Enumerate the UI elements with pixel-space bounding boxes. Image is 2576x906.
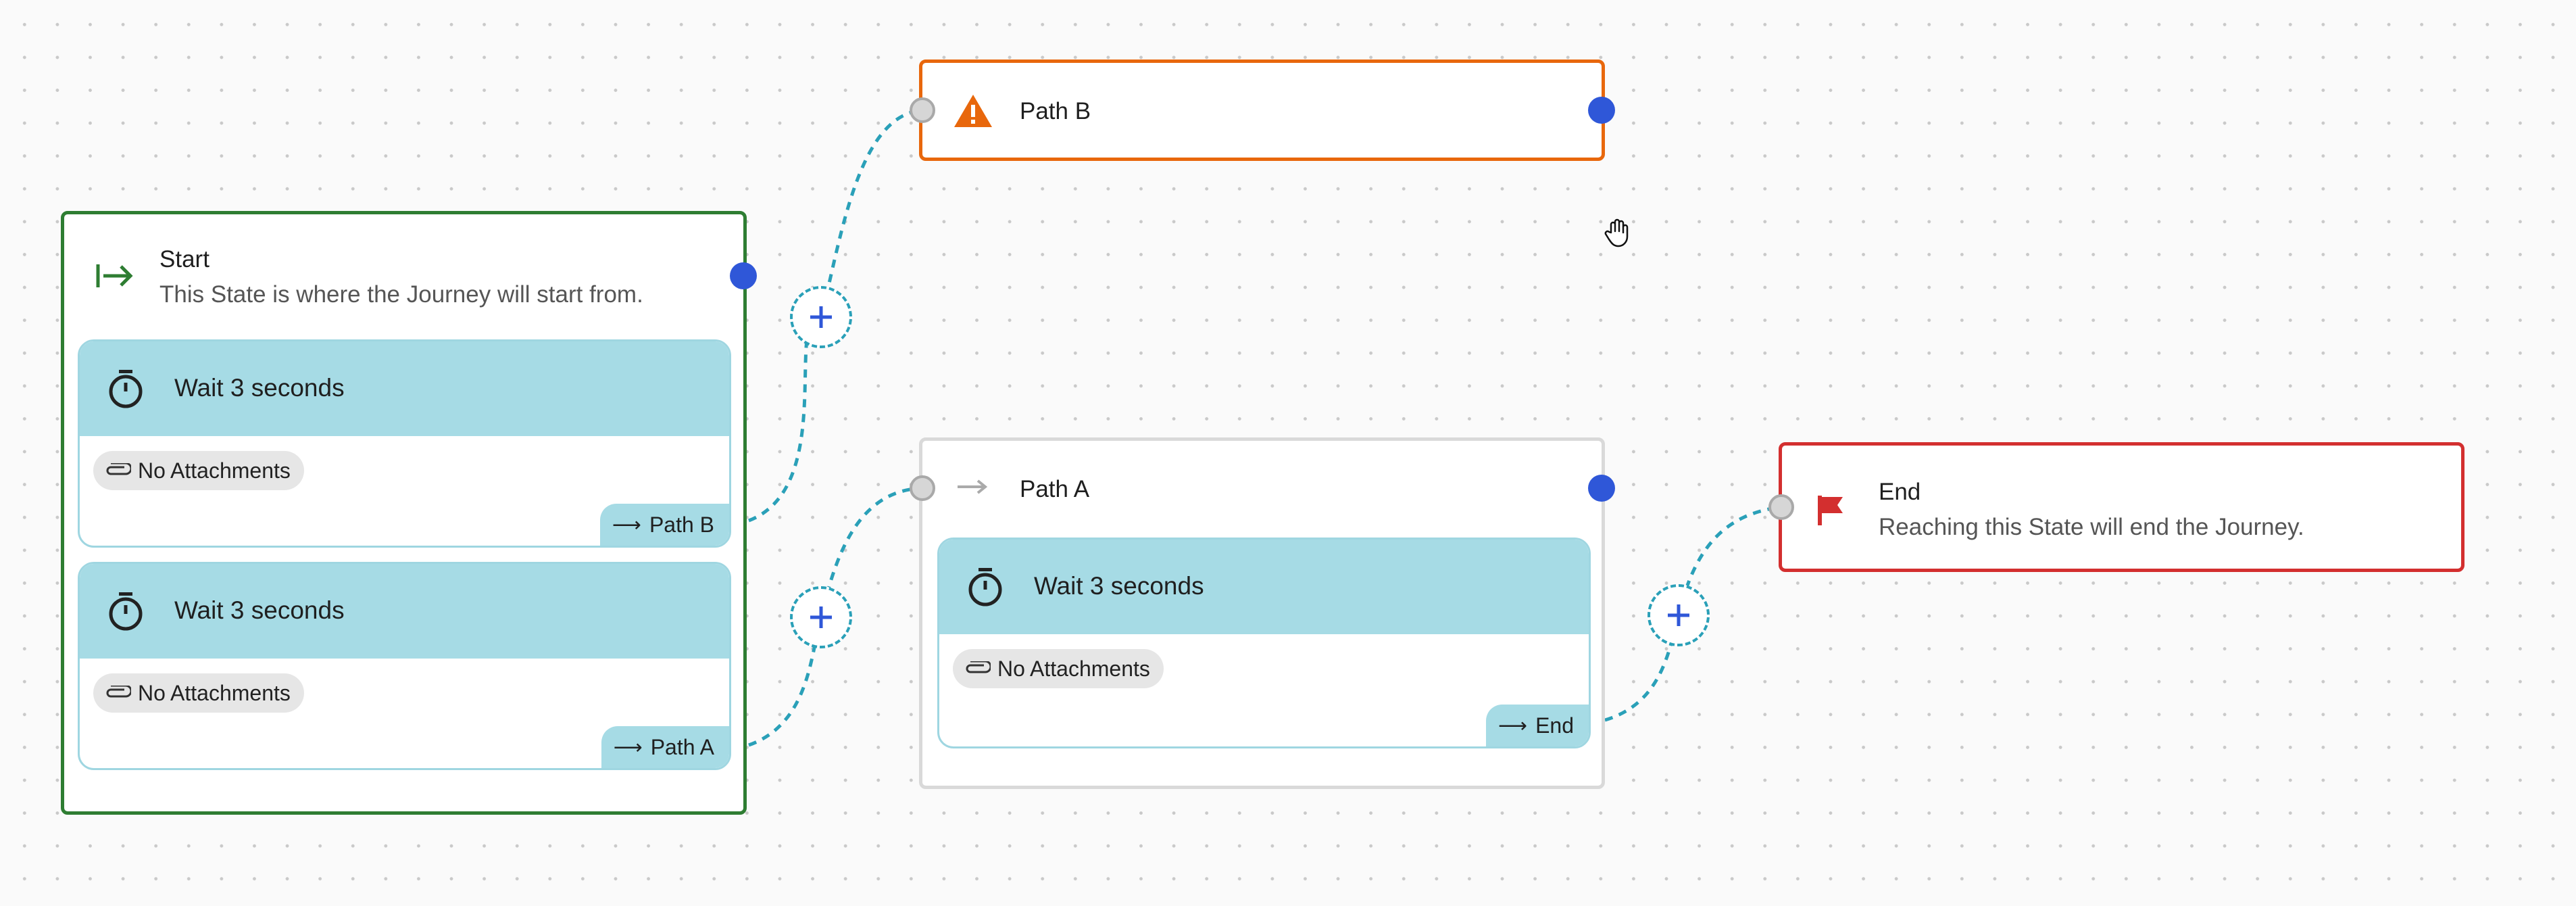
arrow-right-icon: ⟶ [612,513,641,536]
plus-icon [810,306,832,328]
paperclip-icon [106,463,131,475]
action-header: Wait 3 seconds [80,341,729,436]
state-title: Start [159,246,209,272]
transition-tag[interactable]: ⟶ Path A [601,726,729,768]
attachments-label: No Attachments [138,458,291,483]
transition-tag[interactable]: ⟶ End [1486,705,1589,746]
action-card[interactable]: Wait 3 seconds No Attachments ⟶ Path A [78,562,731,770]
attachments-chip[interactable]: No Attachments [93,673,304,713]
add-state-button[interactable] [790,286,852,348]
arrow-right-icon [956,479,989,495]
flag-icon [1816,494,1846,527]
output-port-start[interactable] [730,262,757,289]
action-header: Wait 3 seconds [939,540,1589,634]
timer-icon [107,368,145,412]
state-description: This State is where the Journey will sta… [159,281,643,308]
state-path-a[interactable]: Path A Wait 3 seconds No Attachments ⟶ E… [919,437,1605,789]
attachments-label: No Attachments [997,656,1150,681]
transition-tag[interactable]: ⟶ Path B [599,504,729,546]
paperclip-icon [106,686,131,698]
action-label: Wait 3 seconds [1034,572,1204,600]
arrow-right-icon: ⟶ [613,736,643,759]
action-card[interactable]: Wait 3 seconds No Attachments ⟶ Path B [78,339,731,548]
input-port-end[interactable] [1768,494,1794,520]
warning-icon [953,93,993,128]
paperclip-icon [966,661,991,673]
add-state-button[interactable] [790,586,852,648]
plus-icon [810,606,832,628]
state-title: End [1879,479,1921,505]
timer-icon [107,591,145,635]
state-title: Path A [1020,476,1090,502]
add-state-button[interactable] [1648,584,1710,646]
attachments-chip[interactable]: No Attachments [953,649,1164,688]
action-label: Wait 3 seconds [174,374,345,402]
plus-icon [1668,604,1689,626]
transition-target: Path B [649,512,714,537]
output-port-path-b[interactable] [1588,97,1615,124]
input-port-path-b[interactable] [910,97,935,123]
state-description: Reaching this State will end the Journey… [1879,514,2304,540]
arrow-right-icon: ⟶ [1498,714,1528,737]
transition-target: Path A [650,734,714,759]
action-label: Wait 3 seconds [174,596,345,624]
state-start[interactable]: Start This State is where the Journey wi… [61,211,747,815]
transition-target: End [1535,713,1574,738]
attachments-chip[interactable]: No Attachments [93,451,304,490]
input-port-path-a[interactable] [910,475,935,501]
state-path-b[interactable]: Path B [919,59,1605,161]
output-port-path-a[interactable] [1588,475,1615,502]
attachments-label: No Attachments [138,680,291,705]
state-end[interactable]: End Reaching this State will end the Jou… [1779,442,2464,572]
timer-icon [966,567,1004,611]
start-arrow-icon [95,262,134,290]
action-header: Wait 3 seconds [80,564,729,659]
state-title: Path B [1020,98,1091,124]
action-card[interactable]: Wait 3 seconds No Attachments ⟶ End [937,538,1591,748]
hand-cursor-icon [1603,218,1630,251]
